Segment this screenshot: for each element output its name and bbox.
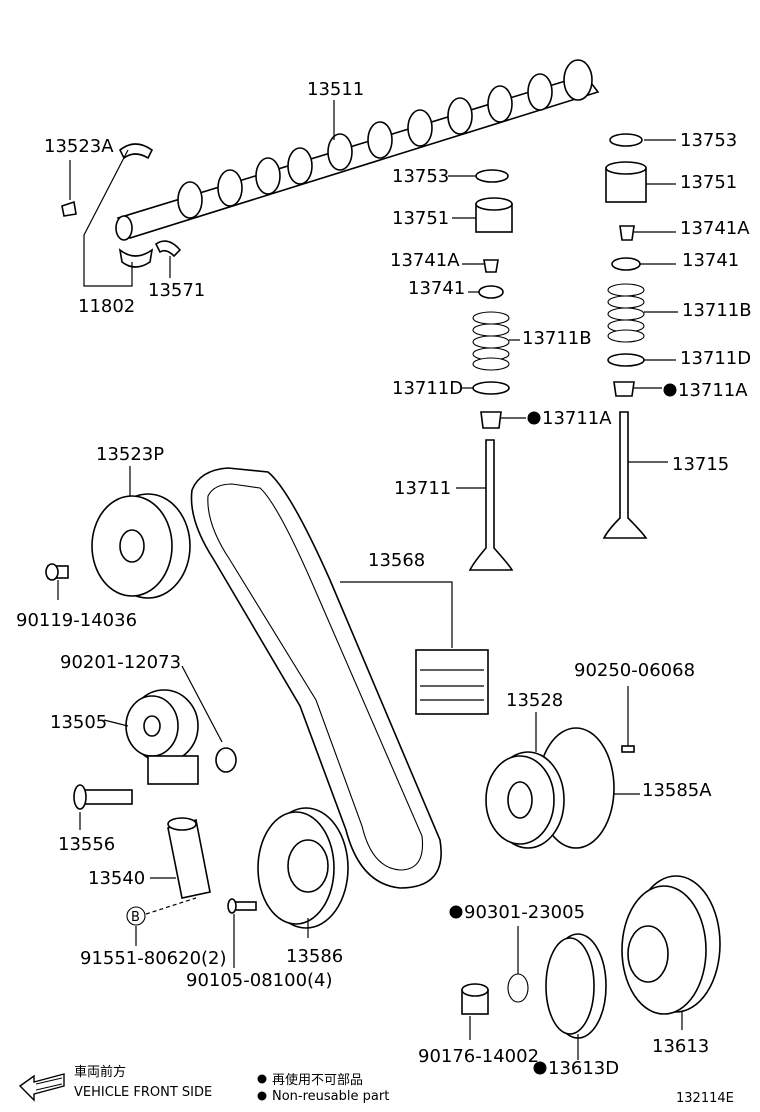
label-cam-bearing-set: 11802: [78, 296, 135, 317]
legend-nonreusable-jp: 再使用不可部品: [272, 1072, 363, 1088]
legend-front-en: VEHICLE FRONT SIDE: [74, 1085, 212, 1100]
label-timing-belt: 13568: [368, 550, 425, 571]
label-idler: 13505: [50, 712, 107, 733]
cam-bearing-illustration: [61, 143, 182, 268]
oil-seal-illustration: [545, 933, 607, 1039]
label-idler-bolt: 13556: [58, 834, 115, 855]
label-crank-plate: 13585A: [642, 780, 712, 801]
label-washer: 90201-12073: [60, 652, 181, 673]
label-screw: 90105-08100(4): [186, 970, 333, 991]
idler-illustration: [125, 689, 199, 785]
label-exhaust-valve: 13715: [672, 454, 729, 475]
label-pulley-small: 13586: [286, 946, 343, 967]
oring-illustration: [507, 973, 529, 1003]
nonreusable-dot-seal-right: [663, 383, 677, 397]
crank-damper-illustration: [621, 875, 721, 1015]
label-cam-bearing-a: 13523A: [44, 136, 114, 157]
label-spring-left: 13711B: [522, 328, 592, 349]
label-crank-gear: 13528: [506, 690, 563, 711]
nonreusable-dot-oil-seal: [533, 1061, 547, 1075]
label-camshaft: 13511: [307, 79, 364, 100]
pin-illustration: [621, 745, 635, 753]
label-spring-right: 13711B: [682, 300, 752, 321]
pulley-small-illustration: [257, 807, 349, 929]
label-cam-pulley: 13523P: [96, 444, 164, 465]
label-retainer-left: 13741: [408, 278, 465, 299]
label-tensioner-bolt-b: B: [131, 910, 140, 925]
label-seal-left: 13711A: [542, 408, 612, 429]
label-retainer-right: 13741: [682, 250, 739, 271]
idler-bolt-illustration: [73, 784, 133, 810]
valve-stack-right-illustration: [602, 133, 648, 539]
legend-nonreusable-en: Non-reusable part: [272, 1089, 389, 1104]
nonreusable-dot-oring: [449, 905, 463, 919]
label-crank-bolt: 90176-14002: [418, 1046, 539, 1067]
washer-illustration: [215, 747, 237, 773]
camshaft-illustration: [115, 59, 600, 241]
tensioner-illustration: [167, 817, 211, 899]
bolt-b-circle: [126, 906, 146, 926]
legend-nonreusable-dot-en: [257, 1091, 267, 1101]
legend-front-jp: 車両前方: [74, 1064, 126, 1080]
vehicle-front-arrow-icon: [18, 1073, 65, 1102]
label-lifter-left: 13751: [392, 208, 449, 229]
label-tensioner-bolt: 91551-80620(2): [80, 948, 227, 969]
label-keeper-left: 13741A: [390, 250, 460, 271]
label-keeper-right: 13741A: [680, 218, 750, 239]
label-seat-left: 13711D: [392, 378, 463, 399]
label-lifter-right: 13751: [680, 172, 737, 193]
timing-belt-illustration: [190, 467, 442, 889]
label-shim-right: 13753: [680, 130, 737, 151]
belt-tag-illustration: [415, 649, 489, 715]
label-oil-seal: 13613D: [548, 1058, 619, 1079]
label-intake-valve: 13711: [394, 478, 451, 499]
crank-gear-illustration: [485, 727, 615, 849]
legend-nonreusable-dot: [257, 1074, 267, 1084]
label-crank-damper: 13613: [652, 1036, 709, 1057]
label-thrust-washer: 13571: [148, 280, 205, 301]
figure-code: 132114E: [676, 1091, 734, 1106]
label-pulley-bolt: 90119-14036: [16, 610, 137, 631]
label-pin: 90250-06068: [574, 660, 695, 681]
label-seal-right: 13711A: [678, 380, 748, 401]
screw-illustration: [227, 898, 257, 914]
valve-stack-left-illustration: [468, 169, 514, 571]
cam-pulley-illustration: [45, 493, 191, 599]
label-tensioner: 13540: [88, 868, 145, 889]
nonreusable-dot-seal-left: [527, 411, 541, 425]
crank-bolt-illustration: [461, 983, 489, 1015]
label-shim-left: 13753: [392, 166, 449, 187]
label-oring: 90301-23005: [464, 902, 585, 923]
label-seat-right: 13711D: [680, 348, 751, 369]
